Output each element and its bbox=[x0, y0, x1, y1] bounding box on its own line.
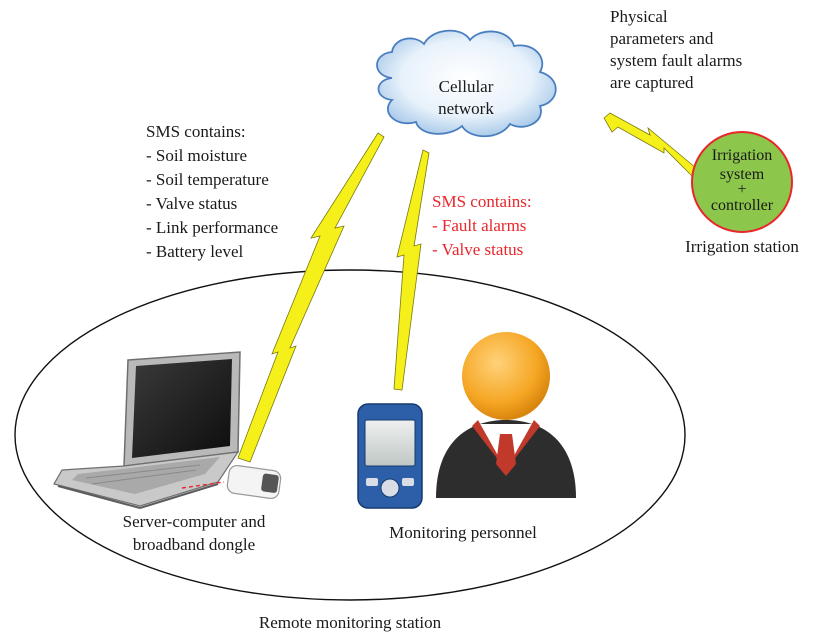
sms-item: - Soil moisture bbox=[146, 146, 248, 165]
person-icon bbox=[436, 332, 576, 498]
sms-item: - Link performance bbox=[146, 218, 279, 237]
captured-note: Physical parameters and system fault ala… bbox=[610, 7, 743, 92]
sms-item: - Fault alarms bbox=[432, 216, 527, 235]
sms-sensor-header: SMS contains: bbox=[146, 122, 246, 141]
personnel-label: Monitoring personnel bbox=[389, 523, 537, 542]
irrigation-system-circle bbox=[691, 131, 793, 233]
pda-icon bbox=[357, 403, 423, 509]
monitoring-station-boundary bbox=[14, 269, 686, 601]
sms-item: - Valve status bbox=[146, 194, 238, 213]
bolt-cloud-to-server bbox=[237, 132, 385, 463]
sms-item: - Soil temperature bbox=[146, 170, 269, 189]
cloud-icon bbox=[376, 29, 557, 138]
bolt-cloud-to-irrigation bbox=[603, 112, 705, 177]
sms-alarm-list: SMS contains: - Fault alarms - Valve sta… bbox=[432, 190, 532, 262]
sms-alarm-header: SMS contains: bbox=[432, 192, 532, 211]
usb-dongle-icon bbox=[181, 464, 282, 500]
cloud-label: Cellular network bbox=[438, 77, 494, 118]
irrigation-station-label: Irrigation station bbox=[685, 237, 799, 256]
sms-sensor-list: SMS contains: - Soil moisture - Soil tem… bbox=[146, 120, 278, 264]
laptop-icon bbox=[53, 351, 241, 509]
server-label: Server-computer and broadband dongle bbox=[122, 512, 266, 554]
bolt-cloud-to-pda bbox=[393, 149, 430, 391]
station-label: Remote monitoring station bbox=[258, 613, 442, 632]
irrigation-circle-text: Irrigation system + controller bbox=[710, 147, 774, 214]
sms-item: - Valve status bbox=[432, 240, 524, 259]
sms-item: - Battery level bbox=[146, 242, 244, 261]
